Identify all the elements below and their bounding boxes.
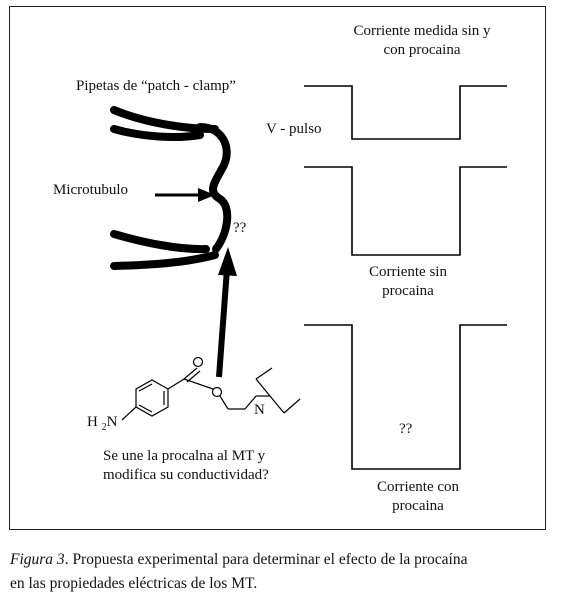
amine-subscript: 2 [101, 422, 107, 433]
caption-line1: Figura 3. Propuesta experimental para de… [10, 548, 550, 572]
ester-bond [183, 378, 214, 390]
microtubule-pointer-head [198, 188, 215, 202]
binding-question-label: Se une la procalna al MT y modifica su c… [103, 447, 269, 485]
ethyl-down-1 [269, 395, 285, 414]
current-measured-line1: Corriente medida sin y [353, 23, 491, 39]
caption-text-line1: . Propuesta experimental para determinar… [64, 551, 468, 568]
ring-double-bond-3 [138, 404, 153, 413]
current-with-line2: procaina [392, 498, 444, 514]
figure-caption: Figura 3. Propuesta experimental para de… [10, 548, 550, 596]
v-pulse-label: V - pulso [266, 121, 322, 137]
current-without-line2: procaina [382, 283, 434, 299]
ester-oxygen [211, 386, 223, 398]
carbonyl-oxygen [192, 356, 204, 368]
current-with-line1: Corriente con [376, 479, 460, 495]
benzene-ring [135, 379, 169, 417]
binding-question-line1: Se une la procalna al MT y [103, 448, 266, 464]
question-mt: ?? [233, 220, 247, 236]
ethyl-down-2 [283, 398, 301, 414]
pipette-bottom-inner [110, 251, 219, 270]
caption-figure-label: Figura 3 [10, 551, 65, 568]
ethyl-up-1 [255, 378, 271, 397]
carbonyl-double-bond-a [183, 367, 198, 380]
caption-line2: en las propiedades eléctricas de los MT. [10, 575, 258, 592]
figure-panel: Corriente medida sin y con procaina Pipe… [9, 6, 546, 530]
current-without-label: Corriente sin procaina [333, 263, 483, 301]
binding-arrow-head [218, 247, 237, 276]
tertiary-n-label: N [253, 401, 266, 420]
current-measured-line2: con procaina [383, 42, 461, 58]
procaine-structure [121, 356, 301, 421]
question-trace: ?? [399, 421, 413, 437]
binding-question-line2: modifica su conductividad? [103, 467, 269, 483]
ethyl-up-2 [255, 367, 273, 380]
binding-arrow-shaft [216, 268, 230, 378]
amine-n: N [106, 414, 118, 430]
pipettes-label: Pipetas de “patch - clamp” [76, 78, 236, 94]
current-with-trace [304, 324, 507, 470]
current-measured-label: Corriente medida sin y con procaina [317, 22, 527, 60]
pipette-bottom [110, 230, 210, 254]
microtubule-label: Microtubulo [53, 182, 128, 198]
ring-double-bond-2 [138, 383, 153, 392]
chain-bond-1 [219, 395, 229, 410]
chain-bond-3 [244, 395, 257, 410]
pipette-top-inner [110, 125, 204, 141]
current-without-trace [304, 166, 507, 256]
ring-carbonyl-bond [167, 378, 185, 390]
current-with-label: Corriente con procaina [343, 478, 493, 516]
v-pulse-trace [304, 85, 507, 140]
diagram-svg [110, 85, 507, 470]
amine-group-label: H 2N [87, 413, 117, 437]
amine-bond [121, 406, 137, 421]
microtubule-strand [196, 123, 232, 253]
current-without-line1: Corriente sin [369, 264, 447, 280]
amine-h: H [87, 414, 98, 430]
